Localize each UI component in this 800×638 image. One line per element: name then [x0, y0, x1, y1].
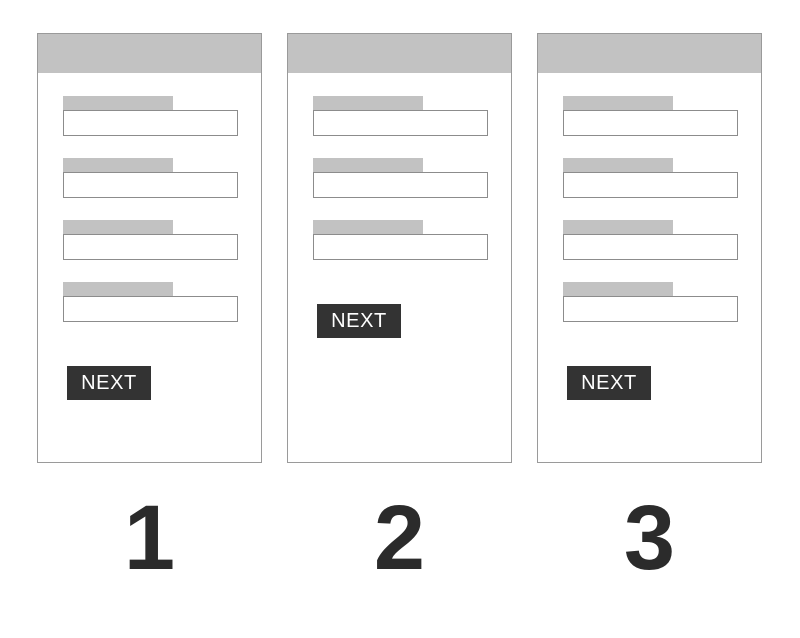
form-fields-group-3 — [563, 96, 738, 344]
field-input-3-1[interactable] — [563, 110, 738, 136]
form-field-1-4 — [63, 282, 238, 322]
field-input-2-1[interactable] — [313, 110, 488, 136]
form-field-2-2 — [313, 158, 488, 198]
form-field-2-3 — [313, 220, 488, 260]
form-panel-step-2: NEXT — [287, 33, 512, 463]
field-input-1-4[interactable] — [63, 296, 238, 322]
form-field-3-4 — [563, 282, 738, 322]
form-fields-group-1 — [63, 96, 238, 344]
field-input-1-2[interactable] — [63, 172, 238, 198]
form-field-1-1 — [63, 96, 238, 136]
form-field-3-1 — [563, 96, 738, 136]
field-input-2-2[interactable] — [313, 172, 488, 198]
field-label-bar-3-2 — [563, 158, 673, 172]
field-input-1-3[interactable] — [63, 234, 238, 260]
form-field-1-2 — [63, 158, 238, 198]
field-label-bar-1-3 — [63, 220, 173, 234]
field-input-1-1[interactable] — [63, 110, 238, 136]
next-button-step-1[interactable]: NEXT — [67, 366, 151, 400]
field-label-bar-3-4 — [563, 282, 673, 296]
form-field-2-1 — [313, 96, 488, 136]
step-numeral-2: 2 — [373, 487, 426, 589]
field-input-3-2[interactable] — [563, 172, 738, 198]
panel-header-bar-2 — [288, 34, 511, 73]
field-label-bar-1-4 — [63, 282, 173, 296]
form-fields-group-2 — [313, 96, 488, 282]
step-numeral-1: 1 — [123, 487, 176, 589]
field-input-3-4[interactable] — [563, 296, 738, 322]
form-panel-step-3: NEXT — [537, 33, 762, 463]
form-panel-step-1: NEXT — [37, 33, 262, 463]
field-label-bar-2-1 — [313, 96, 423, 110]
field-label-bar-1-2 — [63, 158, 173, 172]
panel-header-bar-1 — [38, 34, 261, 73]
panel-header-bar-3 — [538, 34, 761, 73]
step-numeral-3: 3 — [623, 487, 676, 589]
field-label-bar-2-2 — [313, 158, 423, 172]
field-label-bar-2-3 — [313, 220, 423, 234]
form-field-1-3 — [63, 220, 238, 260]
field-input-3-3[interactable] — [563, 234, 738, 260]
field-input-2-3[interactable] — [313, 234, 488, 260]
form-field-3-2 — [563, 158, 738, 198]
field-label-bar-3-1 — [563, 96, 673, 110]
field-label-bar-3-3 — [563, 220, 673, 234]
next-button-step-3[interactable]: NEXT — [567, 366, 651, 400]
next-button-step-2[interactable]: NEXT — [317, 304, 401, 338]
form-field-3-3 — [563, 220, 738, 260]
field-label-bar-1-1 — [63, 96, 173, 110]
